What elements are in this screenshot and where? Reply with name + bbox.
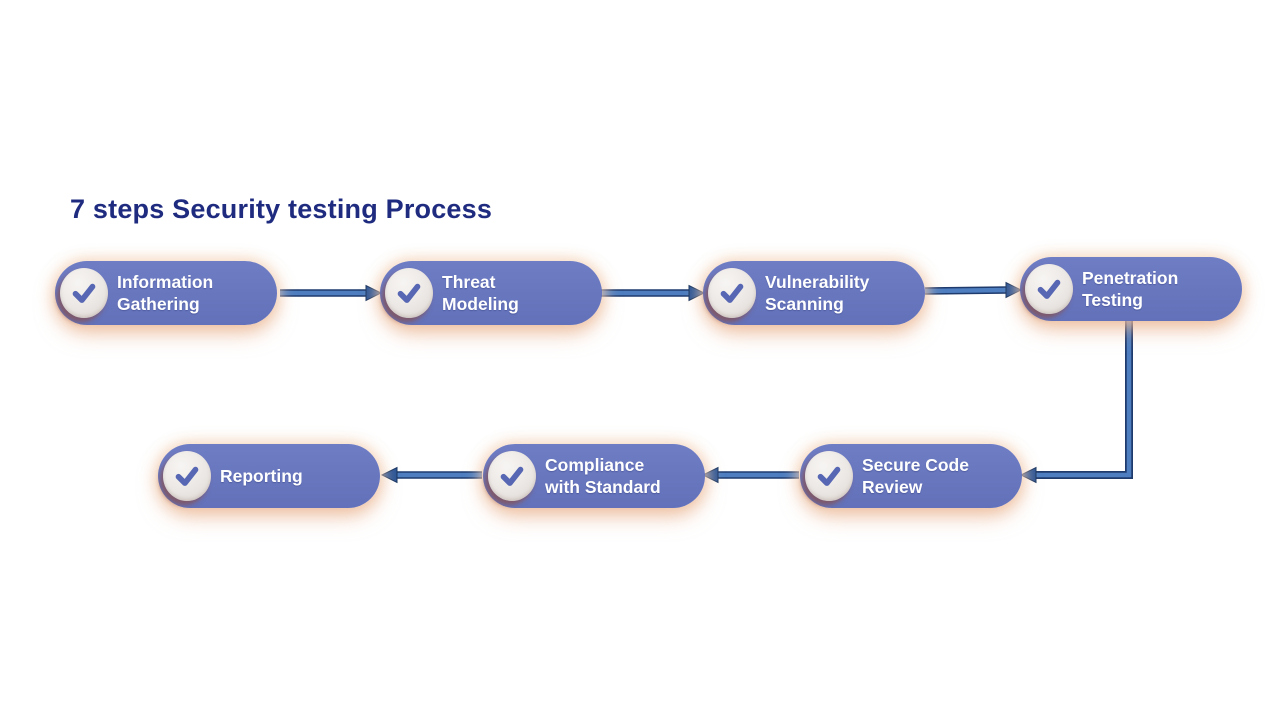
arrow-pen-to-secure-elbow [1019,321,1133,484]
check-icon [805,451,853,501]
arrow-info-to-threat [280,284,383,302]
step-pill-penetration-testing: Penetration Testing [1020,257,1242,321]
step-pill-compliance-with-standard: Compliance with Standard [483,444,705,508]
step-label: Secure Code Review [862,454,969,497]
arrow-vuln-to-pen [924,281,1023,299]
arrow-threat-to-vuln [601,284,706,302]
step-label: Vulnerability Scanning [765,271,870,314]
step-label: Compliance with Standard [545,454,661,497]
check-icon [163,451,211,501]
step-pill-secure-code-review: Secure Code Review [800,444,1022,508]
check-icon [1025,264,1073,314]
step-label: Information Gathering [117,271,214,314]
check-icon [60,268,108,318]
step-label: Penetration Testing [1082,267,1179,310]
step-label: Threat Modeling [442,271,519,314]
check-icon [488,451,536,501]
step-pill-reporting: Reporting [158,444,380,508]
check-icon [708,268,756,318]
step-label: Reporting [220,465,303,486]
arrow-secure-to-compliance [701,466,799,484]
arrow-compliance-to-reporting [380,466,482,484]
step-pill-vulnerability-scanning: Vulnerability Scanning [703,261,925,325]
step-pill-information-gathering: Information Gathering [55,261,277,325]
check-icon [385,268,433,318]
step-pill-threat-modeling: Threat Modeling [380,261,602,325]
diagram-title: 7 steps Security testing Process [70,194,493,224]
